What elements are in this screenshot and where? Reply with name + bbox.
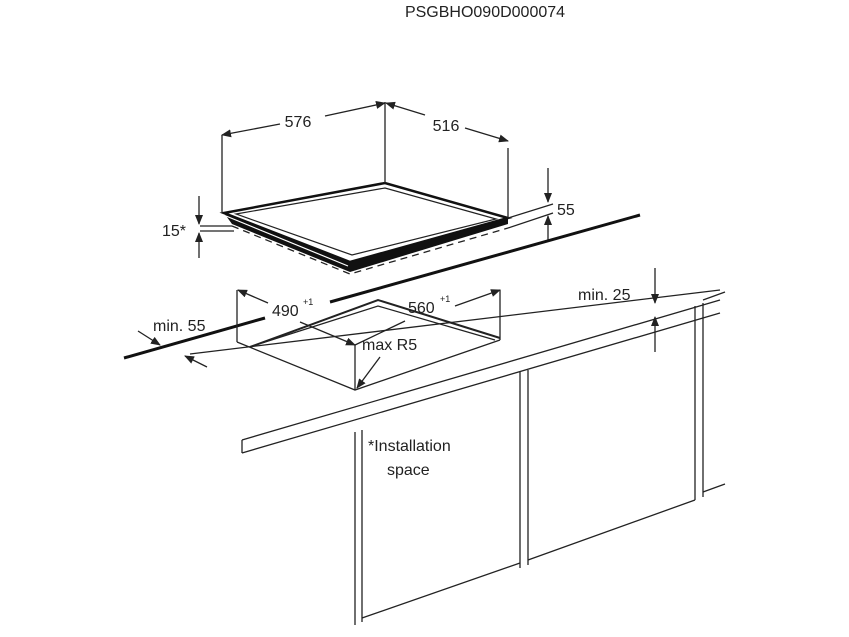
installation-note-line2: space bbox=[387, 462, 430, 479]
installation-note-line1: *Installation bbox=[368, 438, 451, 455]
hob-height-label: 55 bbox=[557, 202, 575, 219]
cutout-width-tolerance: +1 bbox=[303, 297, 313, 307]
drawing-code: PSGBHO090D000074 bbox=[405, 4, 565, 21]
hob-dimensions: 576 516 55 15* bbox=[162, 100, 575, 258]
corner-radius-label: max R5 bbox=[362, 337, 417, 354]
front-margin-label: min. 55 bbox=[153, 318, 206, 335]
clearance-label: 15* bbox=[162, 223, 186, 240]
hob-depth-label: 516 bbox=[433, 118, 460, 135]
cutout-depth-tolerance: +1 bbox=[440, 294, 450, 304]
hob-drawing bbox=[219, 181, 513, 275]
cutout-dimensions: 490 +1 560 +1 max R5 min. 55 min. 25 bbox=[137, 268, 659, 389]
cutout-depth-label: 560 bbox=[408, 300, 435, 317]
cutout-width-label: 490 bbox=[272, 303, 299, 320]
countertop-drawing bbox=[123, 213, 726, 625]
hob-width-label: 576 bbox=[285, 114, 312, 131]
wall-margin-label: min. 25 bbox=[578, 287, 631, 304]
